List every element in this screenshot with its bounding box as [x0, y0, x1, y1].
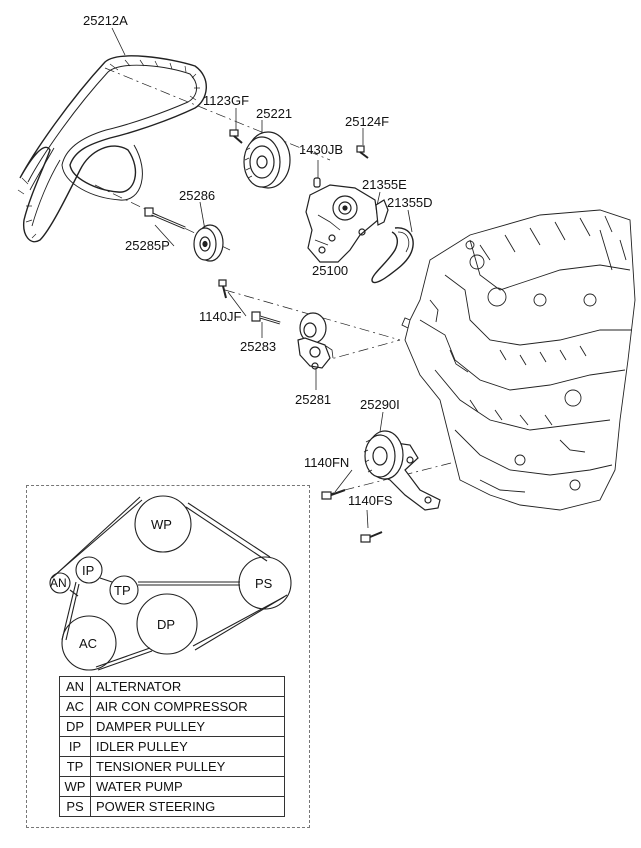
bolt-25124f — [356, 145, 369, 159]
legend-name: WATER PUMP — [90, 776, 285, 797]
engine-block — [401, 209, 636, 511]
legend-name: POWER STEERING — [90, 796, 285, 817]
legend-row: IP IDLER PULLEY — [59, 736, 285, 757]
legend-abbr: DP — [59, 716, 91, 737]
label-pump-25100: 25100 — [312, 263, 349, 278]
legend-name: TENSIONER PULLEY — [90, 756, 285, 777]
pulley-25221 — [243, 131, 291, 189]
bolt-1123gf — [229, 129, 243, 144]
label-belt: 25212A — [83, 13, 128, 28]
legend-abbr: AC — [59, 696, 91, 717]
pulley-label-an: AN — [50, 576, 67, 590]
pulley-label-tp: TP — [114, 583, 131, 598]
label-bolt-1123gf: 1123GF — [203, 93, 250, 108]
bolt-1140fs — [360, 531, 383, 543]
legend-row: DP DAMPER PULLEY — [59, 716, 285, 737]
idler-25286 — [193, 224, 224, 262]
legend-panel — [26, 485, 310, 828]
legend-name: IDLER PULLEY — [90, 736, 285, 757]
pulley-label-ps: PS — [255, 576, 273, 591]
centerlines — [94, 67, 456, 496]
label-bolt-25285p: 25285P — [125, 238, 170, 253]
belt-routing-diagram — [49, 495, 292, 671]
legend-row: WP WATER PUMP — [59, 776, 285, 797]
label-bolt-1140jf: 1140JF — [199, 309, 242, 324]
bolt-1140fn — [321, 489, 346, 500]
gasket-21355e — [375, 199, 389, 226]
legend-row: AC AIR CON COMPRESSOR — [59, 696, 285, 717]
label-gasket-21355d: 21355D — [387, 195, 433, 210]
legend-name: AIR CON COMPRESSOR — [90, 696, 285, 717]
pin-1430jb — [313, 177, 321, 188]
legend-abbr: IP — [59, 736, 91, 757]
label-bracket-25290i: 25290I — [360, 397, 400, 412]
bracket-25290i — [363, 430, 441, 511]
label-bolt-1140fs: 1140FS — [348, 493, 393, 508]
legend-name: ALTERNATOR — [90, 676, 285, 697]
label-bolt-25283: 25283 — [240, 339, 277, 354]
legend-row: PS POWER STEERING — [59, 796, 285, 817]
bolt-25285p — [144, 207, 186, 230]
label-tensioner-25281: 25281 — [295, 392, 332, 407]
label-pin-1430jb: 1430JB — [299, 142, 344, 157]
legend-abbr: PS — [59, 796, 91, 817]
legend-table: AN ALTERNATOR AC AIR CON COMPRESSOR DP D… — [59, 676, 285, 817]
label-idler-25286: 25286 — [179, 188, 216, 203]
gasket-21355d — [371, 227, 414, 284]
legend-row: AN ALTERNATOR — [59, 676, 285, 697]
label-gasket-21355e: 21355E — [362, 177, 407, 192]
pulley-label-ac: AC — [79, 636, 98, 651]
legend-abbr: WP — [59, 776, 91, 797]
pulley-label-ip: IP — [82, 563, 95, 578]
bolt-25283 — [251, 311, 281, 325]
legend-abbr: TP — [59, 756, 91, 777]
leader-lines — [111, 27, 413, 529]
water-pump-25100 — [305, 184, 379, 263]
legend-name: DAMPER PULLEY — [90, 716, 285, 737]
pulley-label-dp: DP — [157, 617, 176, 632]
label-bolt-1140fn: 1140FN — [304, 455, 350, 470]
label-pulley-25221: 25221 — [256, 106, 293, 121]
legend-row: TP TENSIONER PULLEY — [59, 756, 285, 777]
serpentine-belt — [17, 55, 207, 243]
tensioner-25281 — [297, 312, 334, 370]
pulley-label-wp: WP — [151, 517, 172, 532]
label-bolt-25124f: 25124F — [345, 114, 390, 129]
legend-abbr: AN — [59, 676, 91, 697]
bolt-1140jf — [218, 279, 227, 299]
